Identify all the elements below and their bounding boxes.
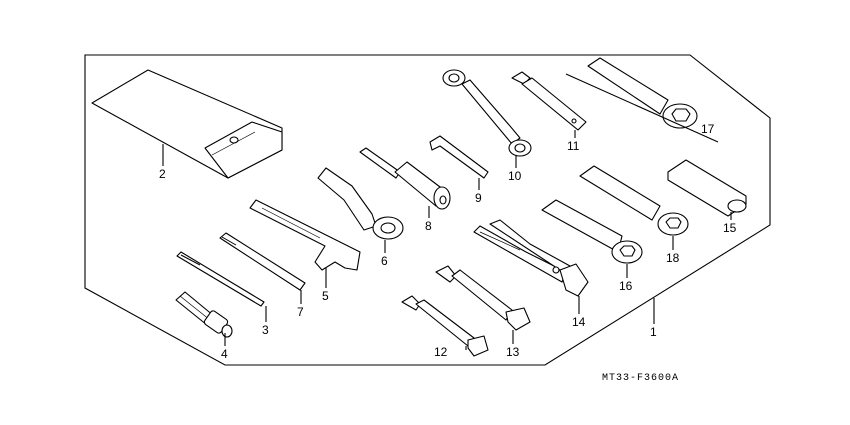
ref-label-1: 1	[650, 325, 657, 339]
ref-label-10: 10	[508, 169, 522, 183]
ref-label-2: 2	[159, 167, 166, 181]
pin-spanner-icon	[249, 199, 361, 271]
open-end-wrench-medium-icon	[435, 265, 531, 331]
extension-bar-icon	[219, 232, 306, 291]
ring-spanner-long-icon	[587, 57, 698, 129]
open-end-wrench-small-icon	[401, 295, 489, 357]
spark-plug-wrench-icon	[359, 147, 451, 210]
hex-key-icon	[429, 135, 489, 179]
ref-label-5: 5	[322, 289, 329, 303]
reference-labels: 1 2 3 4 5 6 7 8 9 10 11 12 13 14 15 16 1…	[159, 122, 737, 361]
drawing-code: MT33-F3600A	[602, 373, 679, 384]
ref-label-11: 11	[567, 139, 580, 153]
ref-label-17: 17	[701, 122, 715, 136]
tool-kit-assembly-outline-icon	[84, 54, 771, 366]
ring-spanner-medium-icon	[579, 165, 689, 236]
ref-label-8: 8	[425, 219, 432, 233]
ref-label-12: 12	[434, 345, 448, 359]
ref-label-18: 18	[666, 251, 680, 265]
ring-spanner-icon	[541, 199, 643, 264]
ref-label-14: 14	[572, 315, 586, 329]
ref-label-15: 15	[723, 221, 737, 235]
offset-box-wrench-icon	[442, 69, 532, 157]
box-wrench-icon	[317, 167, 404, 240]
tool-bag-icon	[91, 69, 283, 179]
screwdriver-shaft-icon	[176, 251, 265, 307]
screwdriver-grip-icon	[175, 291, 233, 338]
open-end-wrench-icon	[511, 71, 587, 131]
ref-label-9: 9	[475, 191, 482, 205]
ref-label-16: 16	[619, 279, 633, 293]
leader-lines	[162, 130, 732, 350]
ref-label-6: 6	[381, 254, 388, 268]
ref-label-3: 3	[262, 323, 269, 337]
ring-spanner-long-line-icon	[565, 73, 719, 143]
ref-label-7: 7	[297, 305, 304, 319]
ref-label-13: 13	[506, 345, 520, 359]
pliers-icon	[473, 219, 589, 297]
ref-label-4: 4	[221, 347, 228, 361]
grip-sleeve-icon	[667, 159, 747, 217]
